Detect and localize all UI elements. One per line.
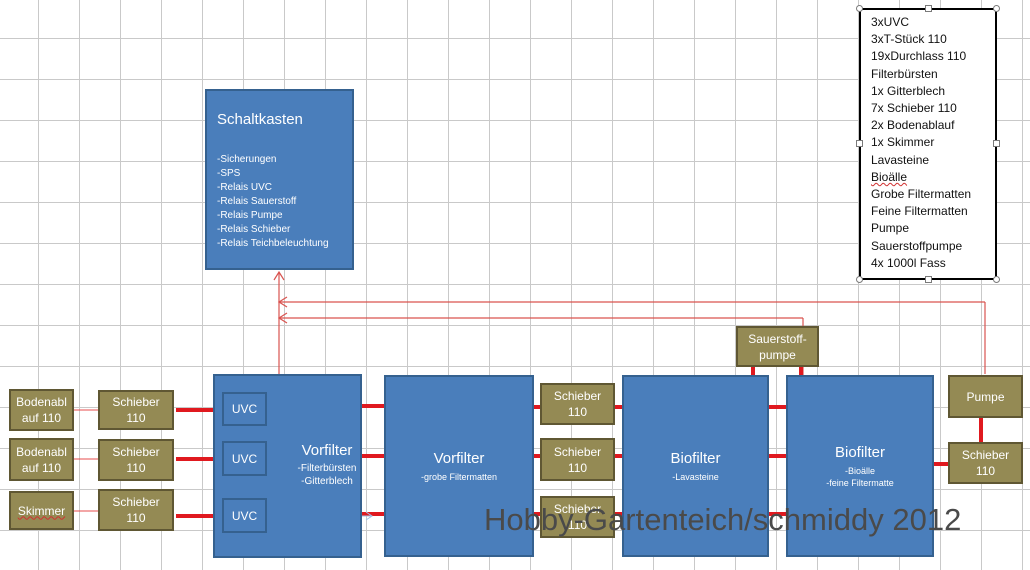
uvc-2: UVC xyxy=(222,441,267,476)
biofilter-2-title: Biofilter xyxy=(834,443,886,461)
oxygen-pump: Sauerstoff- pumpe xyxy=(736,326,819,367)
parts-list[interactable]: 3xUVC 3xT-Stück 110 19xDurchlass 110 Fil… xyxy=(859,8,997,280)
prefilter-2-sub: -grobe Filtermatten xyxy=(420,471,498,482)
bottom-drain-1: Bodenabl auf 110 xyxy=(9,389,74,431)
valve-inlet-3: Schieber 110 xyxy=(98,489,174,531)
parts-item: 3xT-Stück 110 xyxy=(871,32,947,47)
skimmer-label: Skimmer xyxy=(17,503,66,518)
valve-inlet-2: Schieber 110 xyxy=(98,439,174,481)
valve-middle-1: Schieber 110 xyxy=(540,383,615,425)
biofilter-2: Biofilter -Bioälle -feine Filtermatte xyxy=(786,375,934,557)
parts-item: 3xUVC xyxy=(871,15,910,29)
parts-item: 1x Skimmer xyxy=(871,135,935,150)
biofilter-1: Biofilter -Lavasteine xyxy=(622,375,769,557)
valve-inlet-1: Schieber 110 xyxy=(98,390,174,430)
parts-item: 2x Bodenablauf xyxy=(871,118,955,133)
parts-item: Sauerstoffpumpe xyxy=(871,238,963,253)
resize-handle-top-right[interactable] xyxy=(993,5,1000,12)
prefilter-2-title: Vorfilter xyxy=(433,449,485,467)
bottom-drain-2: Bodenabl auf 110 xyxy=(9,438,74,481)
skimmer: Skimmer xyxy=(9,491,74,530)
resize-handle-right[interactable] xyxy=(993,140,1000,147)
biofilter-1-sub: -Lavasteine xyxy=(672,471,719,482)
valve-middle-2: Schieber 110 xyxy=(540,438,615,481)
parts-item: 19xDurchlass 110 xyxy=(871,49,967,64)
uvc-1: UVC xyxy=(222,392,267,426)
resize-handle-top[interactable] xyxy=(925,5,932,12)
resize-handle-bottom-left[interactable] xyxy=(856,276,863,283)
valve-middle-3: Schieber 110 xyxy=(540,496,615,538)
prefilter-1-sub: -Filterbürsten -Gitterblech xyxy=(297,463,357,487)
parts-item: Feine Filtermatten xyxy=(871,204,968,219)
pump: Pumpe xyxy=(948,375,1023,418)
parts-item: 4x 1000l Fass xyxy=(871,255,946,270)
parts-item: Grobe Filtermatten xyxy=(871,187,972,202)
uvc-3: UVC xyxy=(222,498,267,533)
biofilter-2-sub: -Bioälle -feine Filtermatte xyxy=(826,465,894,488)
resize-handle-bottom[interactable] xyxy=(925,276,932,283)
control-box-items: -Sicherungen -SPS -Relais UVC -Relais Sa… xyxy=(217,154,329,249)
resize-handle-bottom-right[interactable] xyxy=(993,276,1000,283)
prefilter-1-title: Vorfilter xyxy=(301,442,353,459)
parts-item: 7x Schieber 110 xyxy=(871,101,957,116)
prefilter-2: Vorfilter -grobe Filtermatten xyxy=(384,375,534,557)
parts-item: Filterbürsten xyxy=(871,66,938,81)
valve-outlet: Schieber 110 xyxy=(948,442,1023,484)
prefilter-1-label: Vorfilter -Filterbürsten -Gitterblech xyxy=(293,442,361,488)
biofilter-1-title: Biofilter xyxy=(670,449,721,467)
thin-connectors xyxy=(74,409,98,512)
control-box-title: Schaltkasten xyxy=(217,111,303,128)
watermark: Hobby-Gartenteich/schmiddy 2012 xyxy=(484,502,962,537)
control-box: Schaltkasten -Sicherungen -SPS -Relais U… xyxy=(205,89,354,270)
resize-handle-left[interactable] xyxy=(856,140,863,147)
parts-item: Bioälle xyxy=(871,169,908,184)
resize-handle-top-left[interactable] xyxy=(856,5,863,12)
parts-item: Pumpe xyxy=(871,221,910,236)
parts-item: 1x Gitterblech xyxy=(871,83,946,98)
parts-item: Lavasteine xyxy=(871,152,930,167)
